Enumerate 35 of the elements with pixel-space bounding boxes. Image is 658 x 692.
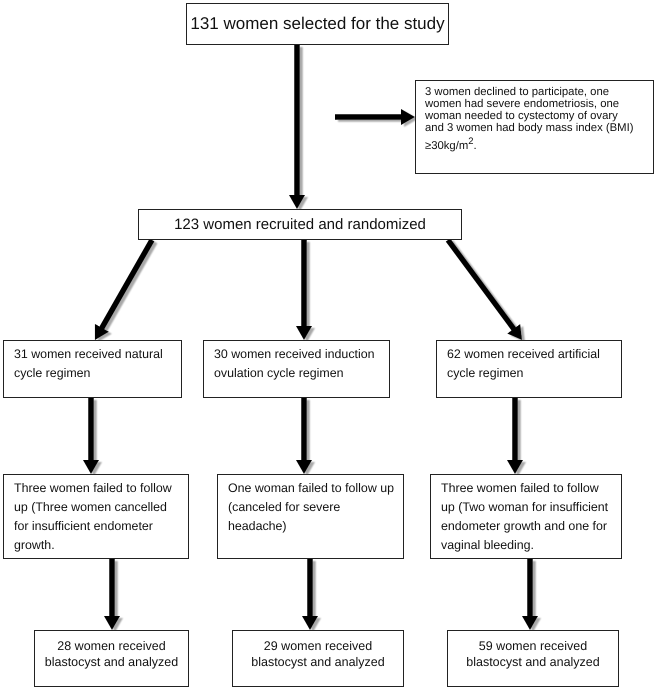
box-text: 28 women received blastocyst and analyzed (44, 638, 180, 670)
process-box (217, 474, 404, 559)
process-box (203, 340, 390, 398)
arrow (296, 398, 312, 474)
box-text: 30 women received induction ovulation cycle regimen (214, 346, 376, 382)
process-box (3, 340, 182, 398)
arrow (94, 238, 154, 340)
arrow (507, 398, 523, 474)
box-text: Three women failed to follow up (Two woman for insufficient endometer growth and one for vaginal bleeding. (441, 480, 610, 554)
arrow (289, 45, 305, 209)
process-box (138, 209, 462, 240)
process-box (430, 474, 622, 559)
box-text: 31 women received natural cycle regimen (14, 346, 164, 382)
arrow (522, 559, 538, 630)
box-text: 29 women received blastocyst and analyzed (250, 638, 386, 670)
arrow (83, 398, 99, 474)
result-box (447, 630, 619, 687)
box-text: 123 women recruited and randomized (174, 216, 426, 233)
box-text: 131 women selected for the study (190, 14, 445, 34)
box-text: 62 women received artificial cycle regimen (447, 346, 601, 382)
box-text: Three women failed to follow up (Three women cancelled for insufficient endometer growth. (14, 480, 173, 554)
process-box (186, 3, 449, 45)
box-text: One woman failed to follow up (canceled for severe headache) (228, 480, 395, 535)
arrow (335, 109, 415, 125)
arrow (104, 559, 120, 630)
arrow (302, 559, 318, 630)
arrow (446, 238, 522, 340)
arrow (296, 240, 312, 340)
process-box (3, 474, 189, 559)
result-box (34, 630, 189, 687)
result-box (232, 630, 404, 687)
exclusion-box (415, 80, 654, 174)
process-box (436, 340, 622, 398)
box-text: 3 women declined to participate, one women had severe endometriosis, one woman needed to cystectomy of ovary and 3 women had body mass index (BMI) ≥30kg/m$^{2}$. (425, 87, 634, 152)
box-text: 59 women received blastocyst and analyzed (465, 638, 601, 670)
